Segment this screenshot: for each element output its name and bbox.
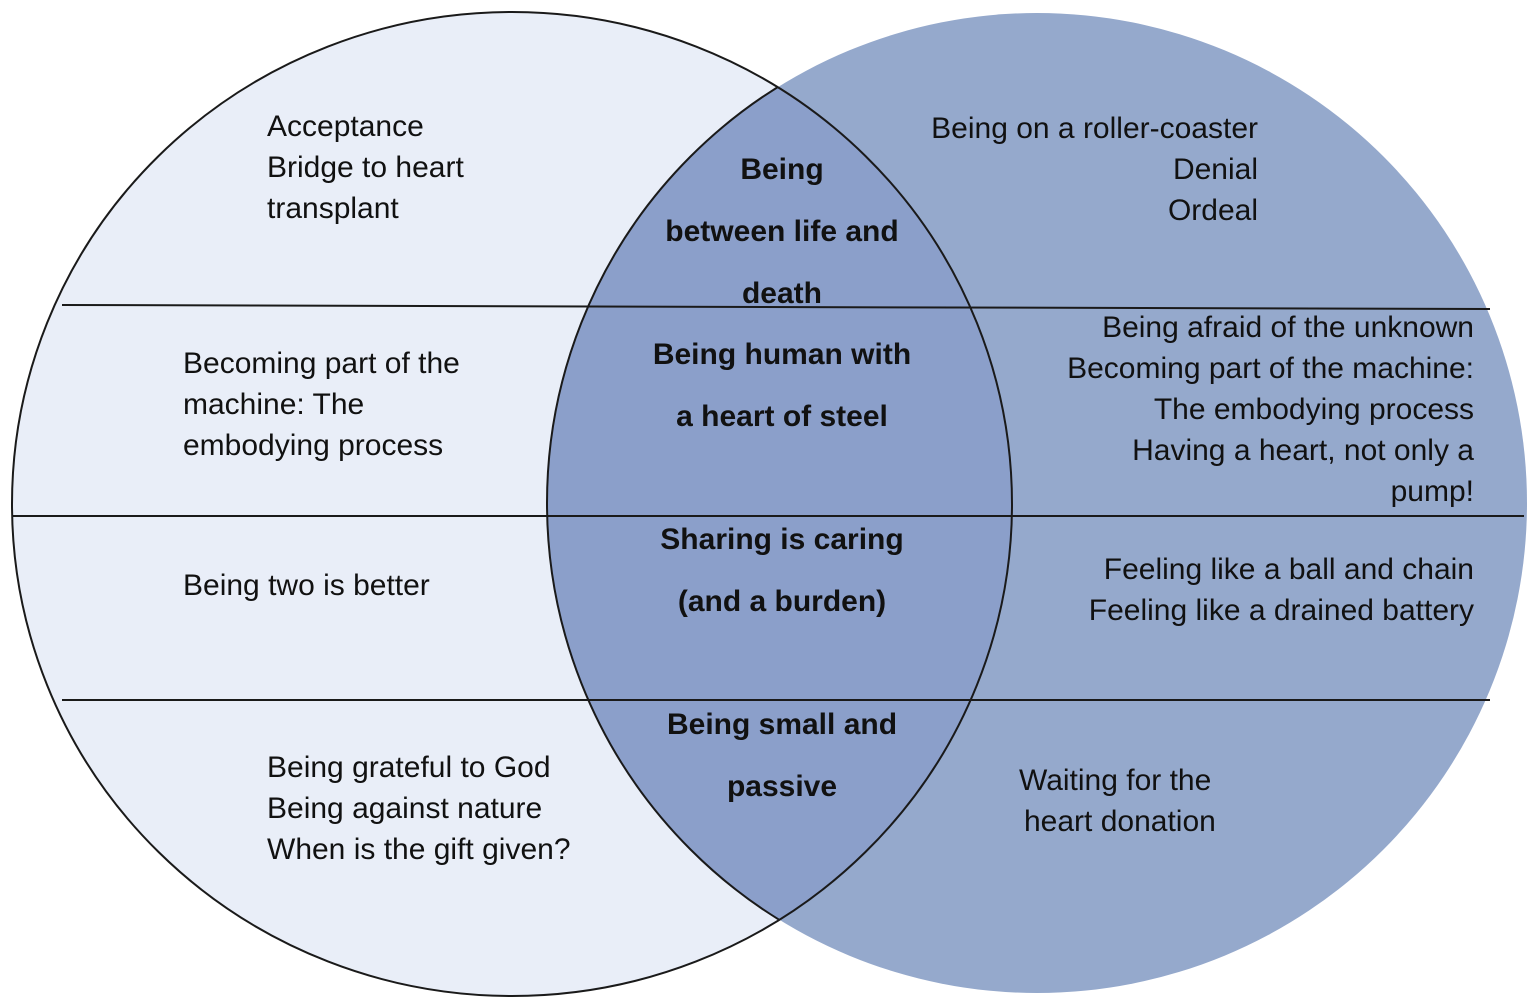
row4-left-line: When is the gift given? xyxy=(267,833,571,866)
row1-center-text: Being between life and death xyxy=(632,139,932,325)
row3-left-line: Being two is better xyxy=(183,569,430,602)
row1-left-line: Bridge to heart xyxy=(267,151,464,184)
row2-right-line: Having a heart, not only a xyxy=(1132,434,1474,467)
row-divider-1 xyxy=(61,304,1491,310)
row3-center-text: Sharing is caring (and a burden) xyxy=(622,509,942,633)
row1-right-line: Denial xyxy=(1172,153,1258,186)
left-circle-outline xyxy=(11,11,1013,997)
row4-center-line: passive xyxy=(726,770,838,803)
row3-center-line: (and a burden) xyxy=(677,585,887,618)
row1-right-text: Being on a roller-coaster Denial Ordeal xyxy=(931,108,1258,231)
row2-center-line: Being human with xyxy=(652,338,912,371)
row2-left-line: Becoming part of the xyxy=(183,347,460,380)
row1-left-line: transplant xyxy=(267,192,399,225)
row3-right-line: Feeling like a ball and chain xyxy=(1103,553,1474,586)
row4-center-text: Being small and passive xyxy=(622,694,942,818)
row4-left-text: Being grateful to God Being against natu… xyxy=(267,747,571,870)
row1-center-line: death xyxy=(741,277,822,310)
row1-right-line: Being on a roller-coaster xyxy=(931,112,1258,145)
row2-right-line: pump! xyxy=(1390,475,1474,508)
row2-right-line: Being afraid of the unknown xyxy=(1102,311,1474,344)
row4-right-line: heart donation xyxy=(1024,805,1216,838)
row3-right-text: Feeling like a ball and chain Feeling li… xyxy=(1089,549,1474,631)
row1-center-line: Being xyxy=(740,153,824,186)
right-circle-inner-outline xyxy=(546,12,1012,994)
row1-center-line: between life and xyxy=(665,215,899,248)
row1-left-line: Acceptance xyxy=(267,110,424,143)
row4-right-text: Waiting for the heart donation xyxy=(1019,760,1216,842)
row2-right-line: Becoming part of the machine: xyxy=(1067,352,1474,385)
row3-right-line: Feeling like a drained battery xyxy=(1088,594,1474,627)
row4-center-line: Being small and xyxy=(666,708,898,741)
row1-left-text: Acceptance Bridge to heart transplant xyxy=(267,106,464,229)
row4-right-line: Waiting for the xyxy=(1019,764,1212,797)
row2-center-line: a heart of steel xyxy=(676,400,888,433)
row4-left-line: Being grateful to God xyxy=(267,751,551,784)
overlap-region xyxy=(547,13,1012,993)
row1-right-line: Ordeal xyxy=(1167,194,1258,227)
row2-left-line: embodying process xyxy=(183,429,444,462)
row2-left-text: Becoming part of the machine: The embody… xyxy=(183,343,460,466)
row3-left-text: Being two is better xyxy=(183,565,430,606)
row3-center-line: Sharing is caring xyxy=(660,523,904,556)
row2-center-text: Being human with a heart of steel xyxy=(622,324,942,448)
row4-left-line: Being against nature xyxy=(267,792,543,825)
row2-left-line: machine: The xyxy=(183,388,365,421)
row2-right-text: Being afraid of the unknown Becoming par… xyxy=(1067,307,1474,512)
row2-right-line: The embodying process xyxy=(1153,393,1474,426)
